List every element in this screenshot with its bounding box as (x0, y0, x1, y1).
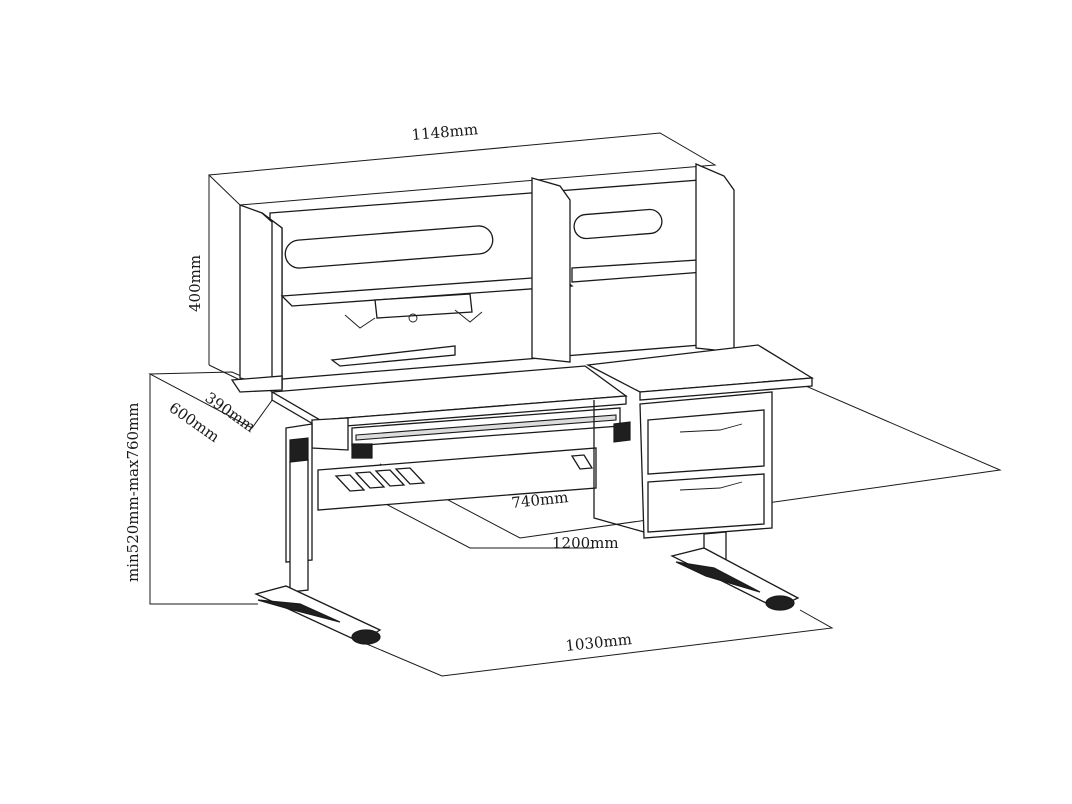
left-base-shadow (257, 599, 341, 623)
height-label-400: 400mm (186, 255, 204, 312)
left-bracket (311, 417, 349, 451)
width-label-1030: 1030mm (565, 630, 633, 655)
lower-drawer (647, 473, 765, 533)
front-drawer-rail (355, 414, 617, 441)
vent (334, 474, 366, 492)
width-label-1148: 1148mm (411, 120, 479, 144)
left-desktop-back-edge (230, 375, 283, 393)
vent (570, 454, 594, 470)
vent (374, 469, 406, 487)
shelf-lamp (330, 345, 456, 367)
desk-tops (230, 344, 815, 459)
crossbar-panel (317, 447, 597, 511)
hutch-middle-divider (531, 177, 571, 363)
hutch-left-slot (284, 225, 494, 269)
right-leg-assembly (593, 391, 800, 611)
height-range-label: min520mm-max760mm (124, 402, 142, 582)
width-label-1200: 1200mm (552, 534, 619, 552)
vent (394, 467, 426, 485)
right-desktop-edge (639, 377, 813, 401)
depth-label-740: 740mm (511, 488, 570, 512)
hutch-left-shelf (280, 275, 574, 307)
hutch (239, 163, 735, 389)
hutch-right-slot (573, 208, 663, 240)
upper-drawer (647, 409, 765, 475)
left-leg-assembly (254, 423, 597, 645)
right-base-shadow (675, 561, 761, 593)
left-leg-collar (289, 437, 309, 463)
drawer-end-right (613, 421, 631, 443)
book-holder (374, 293, 473, 319)
left-leg-tube (289, 459, 309, 593)
right-foot-cap (765, 595, 795, 611)
drawer-end-left (351, 443, 373, 459)
vent (354, 471, 386, 489)
right-base-foot (670, 547, 800, 609)
hutch-right-panel (695, 163, 735, 353)
left-foot-cap (351, 629, 381, 645)
